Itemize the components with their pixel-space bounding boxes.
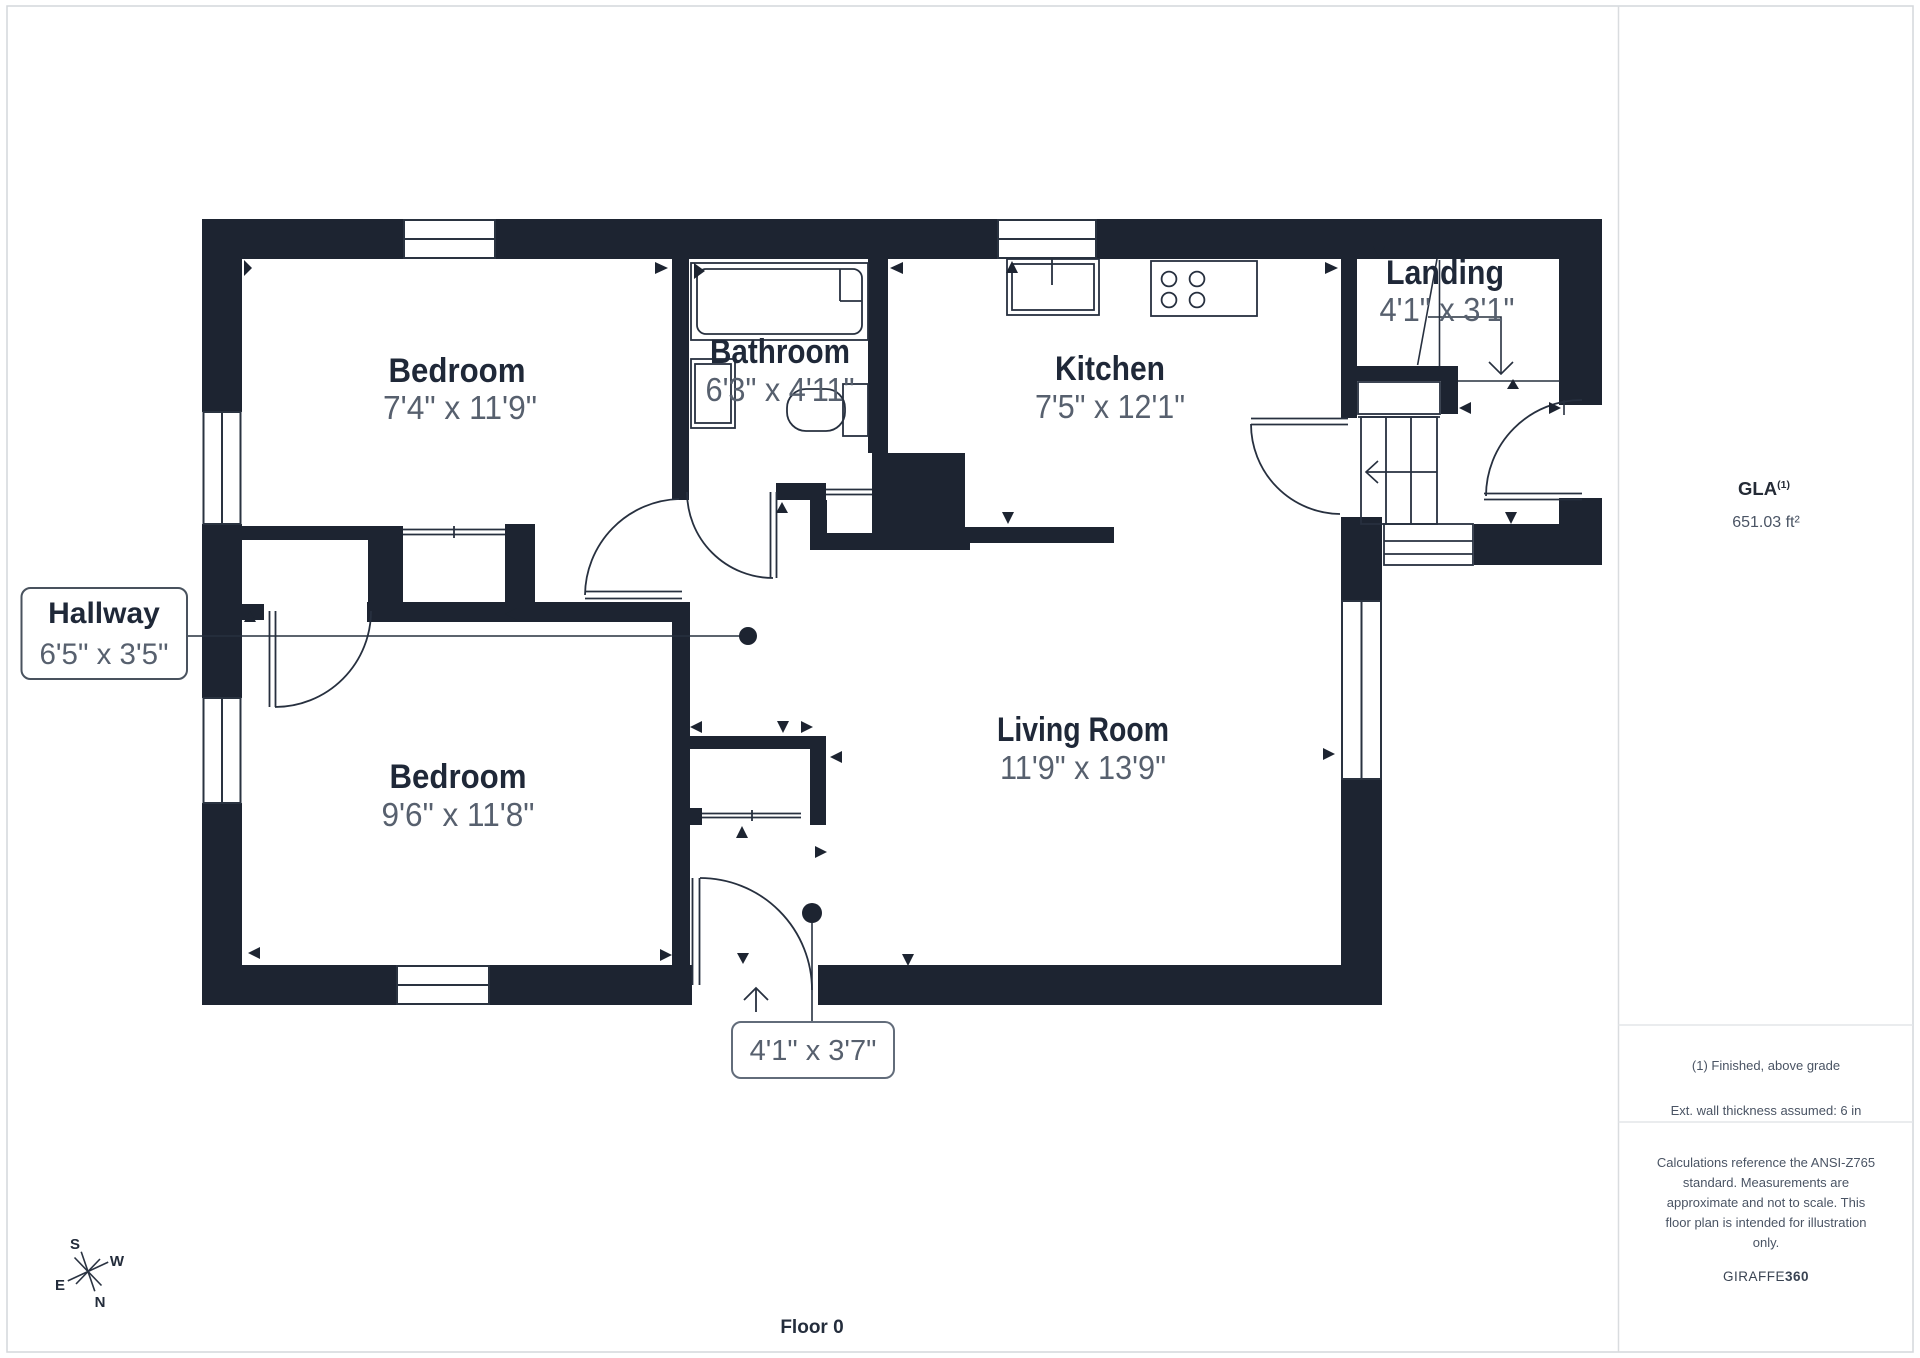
svg-text:651.03 ft²: 651.03 ft² [1732,514,1800,531]
svg-text:4'1" x 3'7": 4'1" x 3'7" [750,1035,877,1067]
svg-text:standard. Measurements are: standard. Measurements are [1683,1175,1849,1190]
svg-text:Landing: Landing [1386,254,1504,292]
svg-text:approximate and not to scale.: approximate and not to scale. This [1667,1195,1866,1210]
svg-text:6'5" x 3'5": 6'5" x 3'5" [40,638,169,671]
svg-text:(1) Finished, above grade: (1) Finished, above grade [1692,1058,1840,1073]
svg-text:Bedroom: Bedroom [389,352,526,390]
svg-text:floor plan is intended for ill: floor plan is intended for illustration [1666,1215,1867,1230]
svg-text:GLA(1): GLA(1) [1738,478,1790,499]
svg-text:Bedroom: Bedroom [390,758,527,796]
svg-text:4'1" x 3'1": 4'1" x 3'1" [1380,291,1515,328]
svg-text:Floor 0: Floor 0 [780,1317,843,1338]
svg-text:W: W [110,1253,125,1270]
svg-text:Calculations reference the ANS: Calculations reference the ANSI-Z765 [1657,1155,1875,1170]
svg-text:7'5" x 12'1": 7'5" x 12'1" [1035,388,1185,425]
svg-text:only.: only. [1753,1235,1780,1250]
svg-text:7'4" x 11'9": 7'4" x 11'9" [383,389,537,426]
svg-text:6'3" x 4'11": 6'3" x 4'11" [706,371,855,408]
svg-text:Living Room: Living Room [997,711,1169,749]
svg-text:11'9" x 13'9": 11'9" x 13'9" [1000,749,1166,786]
svg-text:Hallway: Hallway [48,597,160,630]
svg-text:Ext. wall thickness assumed: 6: Ext. wall thickness assumed: 6 in [1671,1103,1862,1118]
svg-text:S: S [70,1236,80,1253]
svg-text:Kitchen: Kitchen [1055,350,1165,388]
svg-text:Bathroom: Bathroom [710,333,850,371]
svg-text:9'6" x 11'8": 9'6" x 11'8" [382,796,535,833]
svg-text:GIRAFFE360: GIRAFFE360 [1723,1269,1809,1284]
svg-text:N: N [95,1294,106,1311]
svg-text:E: E [55,1277,65,1294]
